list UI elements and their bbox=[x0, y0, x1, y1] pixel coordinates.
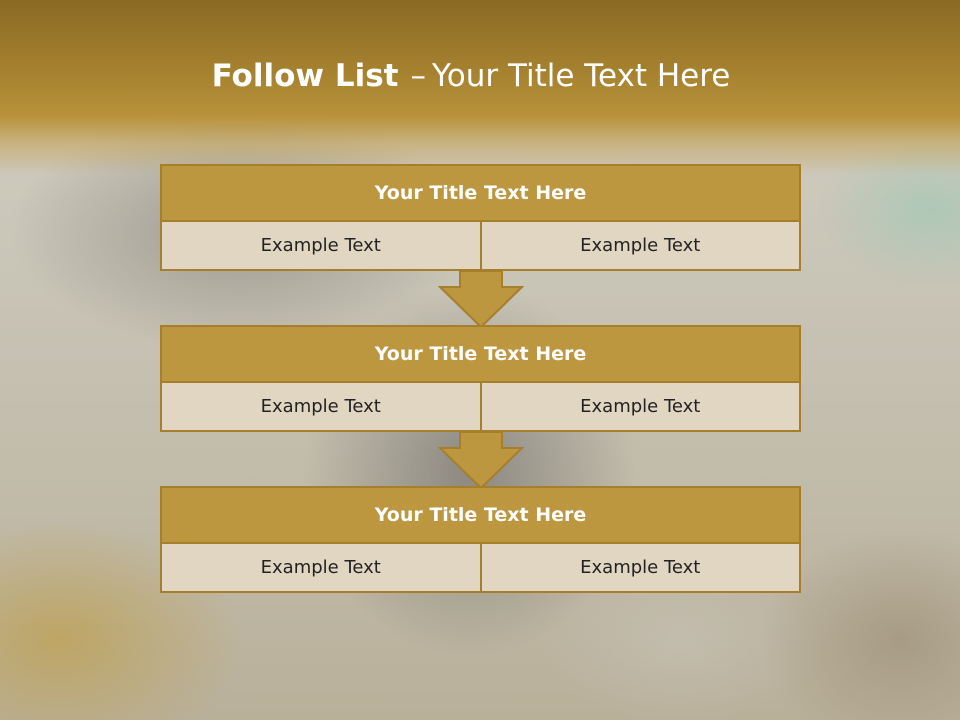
slide-title: Follow List–Your Title Text Here bbox=[0, 55, 942, 97]
block-cell-left: Example Text bbox=[162, 544, 480, 591]
down-arrow-icon bbox=[438, 271, 524, 329]
block-cell-right: Example Text bbox=[479, 222, 799, 269]
block-cell-left: Example Text bbox=[162, 383, 480, 430]
block-title: Your Title Text Here bbox=[160, 164, 801, 222]
list-block-2: Your Title Text Here Example Text Exampl… bbox=[160, 325, 801, 432]
header-band bbox=[0, 0, 960, 175]
slide-title-bold: Follow List bbox=[211, 58, 399, 94]
block-row: Example Text Example Text bbox=[160, 383, 801, 432]
block-title: Your Title Text Here bbox=[160, 486, 801, 544]
block-cell-right: Example Text bbox=[479, 383, 799, 430]
slide-title-rest: Your Title Text Here bbox=[431, 58, 731, 94]
block-title: Your Title Text Here bbox=[160, 325, 801, 383]
block-row: Example Text Example Text bbox=[160, 222, 801, 271]
block-cell-right: Example Text bbox=[479, 544, 799, 591]
list-block-3: Your Title Text Here Example Text Exampl… bbox=[160, 486, 801, 593]
block-cell-left: Example Text bbox=[162, 222, 480, 269]
down-arrow-icon bbox=[438, 432, 524, 490]
list-block-1: Your Title Text Here Example Text Exampl… bbox=[160, 164, 801, 271]
block-row: Example Text Example Text bbox=[160, 544, 801, 593]
slide-title-separator: – bbox=[410, 58, 426, 94]
